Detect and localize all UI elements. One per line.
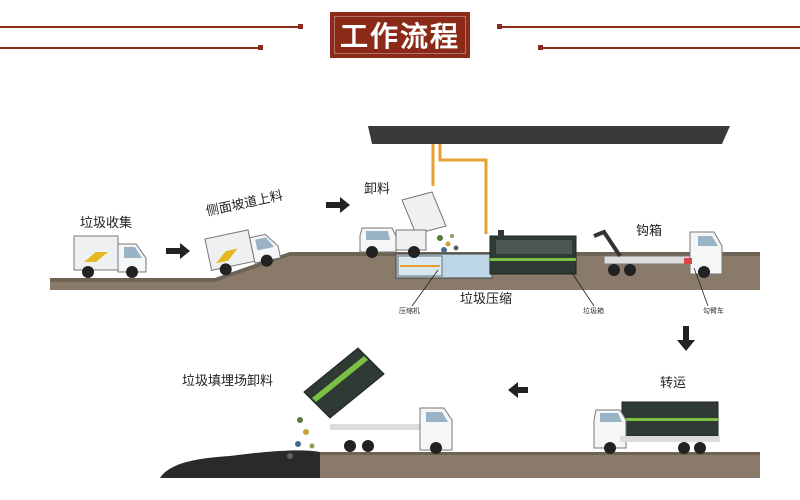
- hook-truck: [593, 229, 723, 278]
- compactor-container: [489, 230, 577, 275]
- step-unload-label: 卸料: [364, 182, 391, 197]
- lower-ground: [160, 450, 760, 478]
- ramp-truck: [204, 229, 282, 276]
- callout-line-container: [569, 269, 595, 307]
- header-line-right-top: [500, 26, 800, 28]
- unloading-truck: [359, 191, 459, 258]
- callout-line-compactor: [411, 269, 439, 307]
- step-transfer-label: 转运: [660, 376, 687, 391]
- callout-hook-truck-label: 勾臂车: [703, 307, 724, 315]
- header-line-left-bottom: [0, 47, 262, 49]
- callout-line-hook-truck: [693, 267, 709, 307]
- page-title: 工作流程: [330, 12, 470, 58]
- header-line-right-bottom: [540, 47, 800, 49]
- step-hook-label: 钩箱: [636, 224, 663, 239]
- header-line-left-top: [0, 26, 300, 28]
- compression-pit: [395, 253, 493, 279]
- arrow-right-2: [326, 197, 350, 213]
- canopy-roof: [368, 126, 730, 234]
- header-dot-right-2: [538, 45, 543, 50]
- collection-truck: [73, 235, 147, 278]
- falling-waste: [437, 234, 459, 253]
- callout-compactor-label: 压缩机: [399, 307, 420, 315]
- header-dot-right: [497, 24, 502, 29]
- header-dot-left-2: [258, 45, 263, 50]
- header-dot-left: [298, 24, 303, 29]
- arrow-left: [508, 382, 528, 398]
- transfer-truck: [593, 401, 720, 454]
- arrow-right-1: [166, 243, 190, 259]
- step-landfill-unload-label: 垃圾填埋场卸料: [182, 374, 274, 389]
- callout-container-label: 垃圾箱: [583, 307, 604, 315]
- landfill-truck: [287, 347, 453, 459]
- step-compress-label: 垃圾压缩: [460, 292, 513, 307]
- arrow-down: [677, 326, 695, 351]
- dumped-waste: [287, 417, 315, 459]
- step-collect-label: 垃圾收集: [80, 216, 133, 231]
